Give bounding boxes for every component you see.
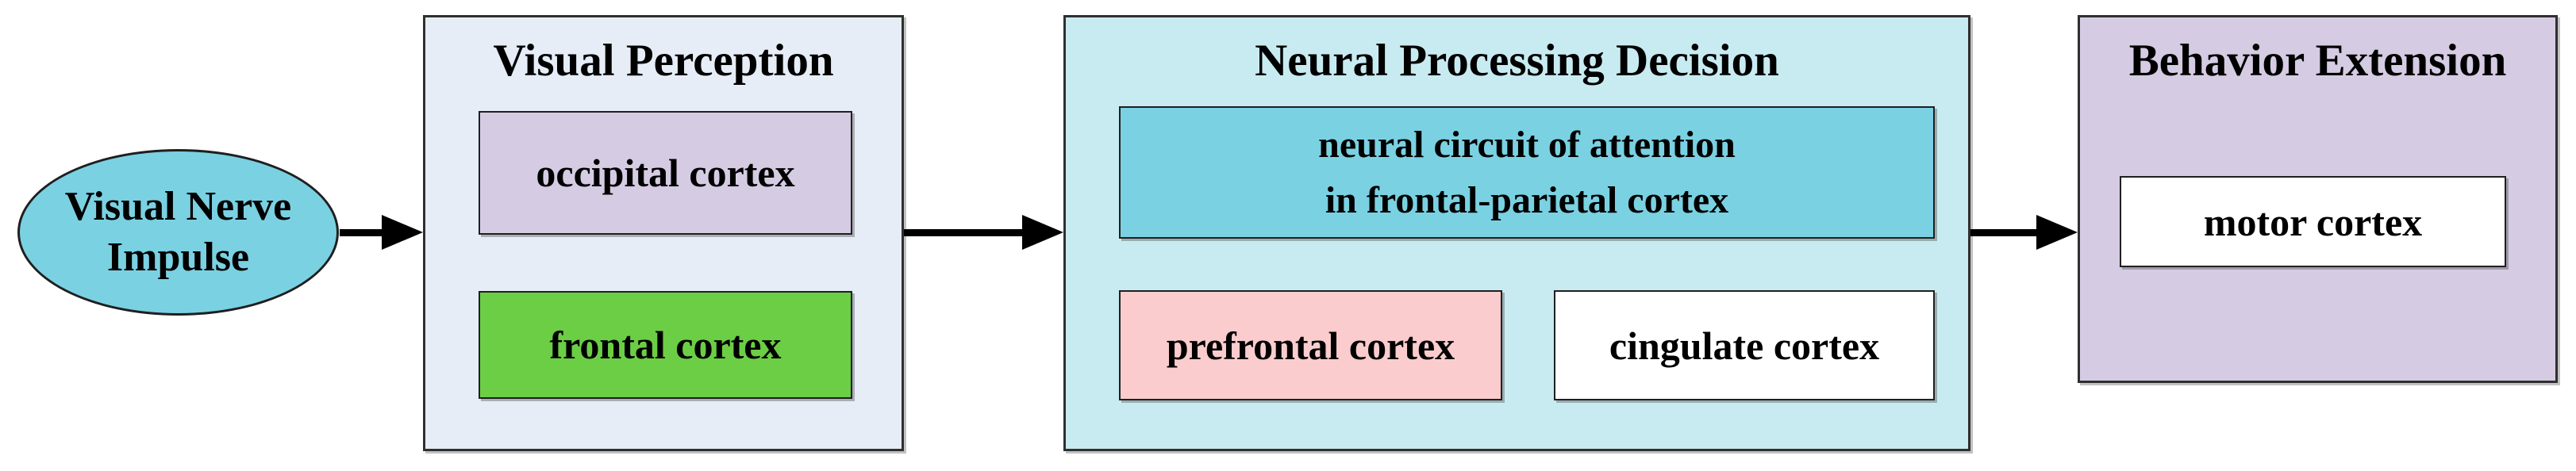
arrow-shaft xyxy=(904,229,1026,236)
node-label-line2: in frontal-parietal cortex xyxy=(1325,178,1729,221)
start-node-label-line1: Visual Nerve xyxy=(64,184,292,229)
stage-title: Behavior Extension xyxy=(2128,36,2507,86)
stage-behavior-extension: Behavior Extension motor cortex xyxy=(2078,15,2558,383)
node-prefrontal-cortex: prefrontal cortex xyxy=(1119,290,1502,400)
stage-title: Neural Processing Decision xyxy=(1255,36,1779,86)
node-label-line1: neural circuit of attention xyxy=(1318,123,1736,166)
visual-nerve-impulse-node: Visual Nerve Impulse xyxy=(17,149,339,316)
node-cingulate-cortex: cingulate cortex xyxy=(1554,290,1935,400)
node-label: cingulate cortex xyxy=(1609,323,1880,368)
node-motor-cortex: motor cortex xyxy=(2120,176,2506,267)
arrow-head-icon xyxy=(2036,215,2078,250)
arrow-shaft xyxy=(340,229,386,236)
start-node-label-line2: Impulse xyxy=(106,235,250,280)
node-occipital-cortex: occipital cortex xyxy=(479,111,852,235)
node-label: occipital cortex xyxy=(536,151,795,195)
stage-title: Visual Perception xyxy=(493,36,834,86)
stage-neural-processing-decision: Neural Processing Decision neural circui… xyxy=(1063,15,1970,451)
arrow-head-icon xyxy=(1022,215,1063,250)
node-label: motor cortex xyxy=(2203,199,2423,244)
arrow-head-icon xyxy=(382,215,423,250)
node-label: frontal cortex xyxy=(549,323,782,367)
stage-visual-perception: Visual Perception occipital cortex front… xyxy=(423,15,904,451)
node-neural-circuit-of-attention: neural circuit of attention in frontal-p… xyxy=(1119,106,1935,239)
arrow-shaft xyxy=(1970,229,2040,236)
node-frontal-cortex: frontal cortex xyxy=(479,291,852,399)
node-label: prefrontal cortex xyxy=(1166,323,1455,368)
